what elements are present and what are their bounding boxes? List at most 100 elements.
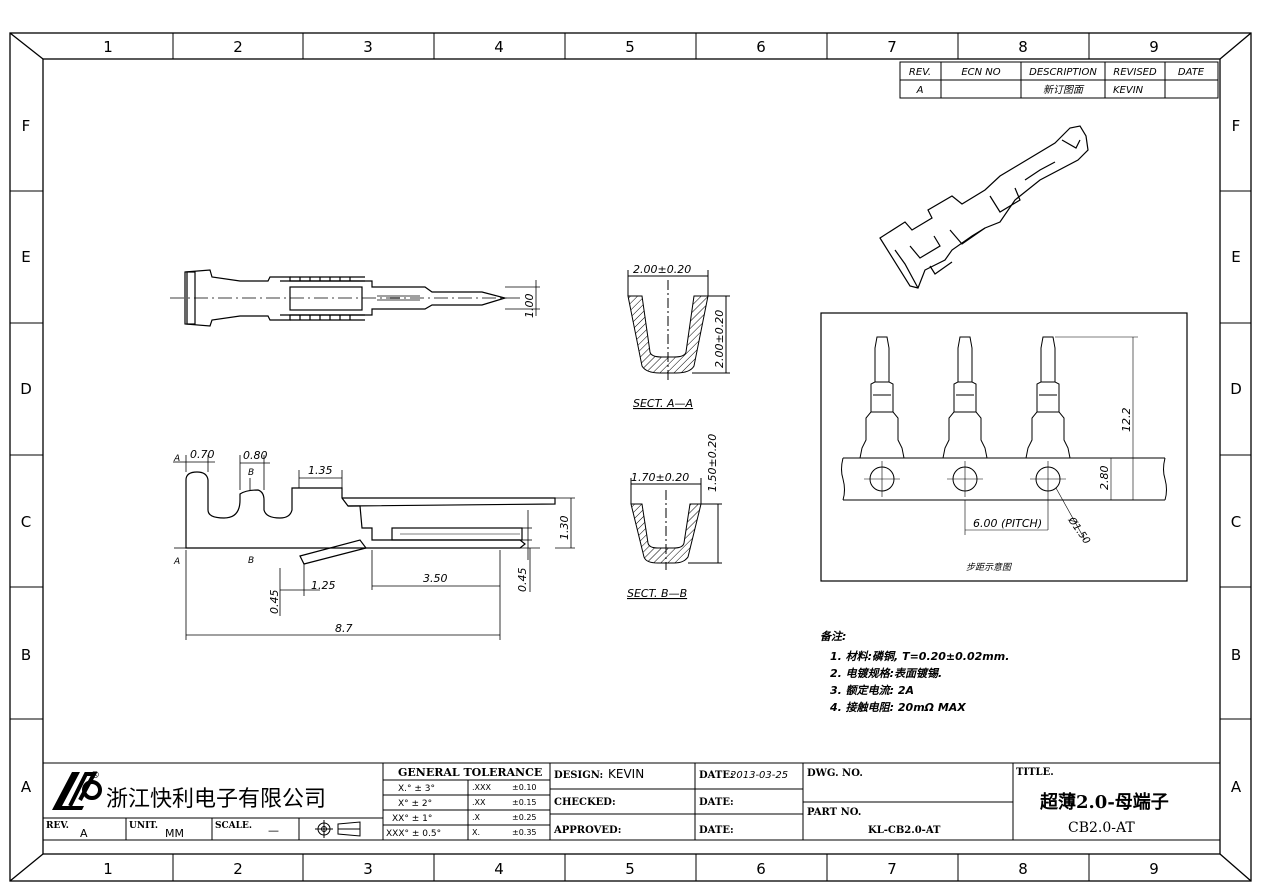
- note-item: 1. 材料:磷铜, T=0.20±0.02mm.: [830, 650, 1009, 663]
- dim-width-top-view: 1.00: [523, 294, 536, 319]
- pitch-height: 12.2: [1120, 408, 1133, 433]
- revision-table: REV. ECN NO DESCRIPTION REVISED DATE A 新…: [899, 61, 1219, 99]
- rev-header: REV.: [909, 67, 931, 78]
- dim-350: 3.50: [423, 572, 448, 585]
- notes-title: 备注:: [820, 630, 846, 643]
- section-a-width: 2.00±0.20: [633, 263, 691, 276]
- isometric-view: [879, 125, 1089, 289]
- title-label: TITLE.: [1016, 767, 1054, 778]
- side-view-dimensions: [173, 455, 575, 640]
- side-view-drawing: [185, 471, 556, 565]
- section-b-drawing: [630, 478, 722, 570]
- notes: 备注: 1. 材料:磷铜, T=0.20±0.02mm. 2. 电镀规格:表面镀…: [820, 630, 1009, 714]
- revised-header: REVISED: [1113, 67, 1157, 78]
- title-block: [42, 762, 1221, 841]
- col-label: 5: [625, 38, 635, 56]
- company-logo: ®: [52, 770, 102, 810]
- col-label: 9: [1149, 38, 1159, 56]
- design-label: DESIGN:: [554, 770, 603, 781]
- col-label: 8: [1018, 38, 1028, 56]
- sect-mark-a-bottom: A: [173, 557, 180, 567]
- col-label: 1: [103, 38, 113, 56]
- tol-angle: XX° ± 1°: [392, 814, 432, 824]
- tolerance-block: GENERAL TOLERANCE X.° ± 3° X° ± 2° XX° ±…: [386, 766, 542, 839]
- row-label: D: [20, 380, 32, 398]
- approved-label: APPROVED:: [553, 825, 621, 836]
- column-labels-bottom: 1 2 3 4 5 6 7 8 9: [103, 860, 1159, 878]
- dim-045-right: 0.45: [516, 568, 529, 593]
- section-b-width: 1.70±0.20: [631, 471, 689, 484]
- row-label: A: [21, 778, 32, 796]
- section-a-drawing: [627, 270, 730, 380]
- note-item: 2. 电镀规格:表面镀锡.: [830, 667, 942, 680]
- pitch-hole: Ø1.50: [1065, 514, 1093, 546]
- dim-135: 1.35: [308, 464, 333, 477]
- col-label: 7: [887, 860, 897, 878]
- row-label: C: [1231, 513, 1241, 531]
- pitch-strip: 2.80: [1098, 466, 1111, 491]
- pitch-caption: 步距示意图: [966, 562, 1013, 573]
- row-label: F: [1232, 117, 1241, 135]
- row-label: E: [21, 248, 30, 266]
- col-label: 7: [887, 38, 897, 56]
- unit-value: MM: [165, 827, 184, 840]
- section-a-height: 2.00±0.20: [713, 310, 726, 368]
- note-item: 3. 额定电流: 2A: [830, 684, 914, 697]
- rev-value: A: [80, 827, 88, 840]
- dim-87: 8.7: [335, 622, 353, 635]
- projection-symbol: [315, 820, 361, 838]
- date-value: 2013-03-25: [730, 770, 788, 781]
- date-label: DATE:: [699, 770, 734, 781]
- part-no-value: KL-CB2.0-AT: [868, 825, 941, 836]
- col-label: 1: [103, 860, 113, 878]
- col-label: 4: [494, 38, 504, 56]
- pitch-value: 6.00 (PITCH): [973, 517, 1042, 530]
- date-header: DATE: [1178, 67, 1205, 78]
- note-item: 4. 接触电阻: 20mΩ MAX: [829, 701, 966, 714]
- ecn-header: ECN NO: [961, 67, 1000, 78]
- col-label: 5: [625, 860, 635, 878]
- row-label: E: [1231, 248, 1240, 266]
- col-label: 2: [233, 860, 243, 878]
- section-b-label: SECT. B—B: [627, 587, 687, 600]
- tol-precision: .XX: [472, 798, 486, 807]
- tol-value: ±0.15: [512, 798, 537, 807]
- sect-mark-b-top: B: [248, 468, 254, 478]
- tol-angle: X.° ± 3°: [398, 784, 435, 794]
- tol-precision: .X: [472, 813, 481, 822]
- date-label: DATE:: [699, 825, 734, 836]
- col-label: 8: [1018, 860, 1028, 878]
- column-labels-top: 1 2 3 4 5 6 7 8 9: [103, 38, 1159, 56]
- row-label: A: [1231, 778, 1242, 796]
- dim-070: 0.70: [190, 448, 215, 461]
- dwg-no-label: DWG. NO.: [807, 768, 863, 779]
- top-view-drawing: [170, 269, 540, 327]
- title-code: CB2.0-AT: [1068, 820, 1135, 836]
- design-value: KEVIN: [608, 767, 644, 781]
- checked-label: CHECKED:: [554, 797, 616, 808]
- terminal-outline-3: [1025, 336, 1071, 459]
- description-value: 新订图面: [1043, 84, 1085, 96]
- scale-value: —: [268, 824, 279, 837]
- sheet-frame: [9, 32, 1252, 882]
- rev-label: REV.: [46, 821, 69, 831]
- unit-label: UNIT.: [129, 821, 158, 831]
- dim-045-left: 0.45: [268, 590, 281, 615]
- grid-dividers: [10, 33, 1251, 881]
- tol-value: ±0.25: [512, 813, 537, 822]
- tol-value: ±0.35: [512, 828, 537, 837]
- col-label: 6: [756, 860, 766, 878]
- col-label: 4: [494, 860, 504, 878]
- side-view-dim-text: 0.70 0.80 1.35 1.25 3.50 8.7 A A B B: [173, 448, 448, 635]
- date-label: DATE:: [699, 797, 734, 808]
- tol-value: ±0.10: [512, 783, 537, 792]
- section-b-height: 1.50±0.20: [706, 434, 719, 492]
- sect-mark-b-bottom: B: [248, 556, 254, 566]
- tol-angle: X° ± 2°: [398, 799, 432, 809]
- title-cn: 超薄2.0-母端子: [1040, 791, 1169, 813]
- col-label: 9: [1149, 860, 1159, 878]
- revised-value: KEVIN: [1113, 85, 1144, 96]
- col-label: 2: [233, 38, 243, 56]
- dim-080: 0.80: [243, 449, 268, 462]
- registered-mark: ®: [90, 770, 100, 781]
